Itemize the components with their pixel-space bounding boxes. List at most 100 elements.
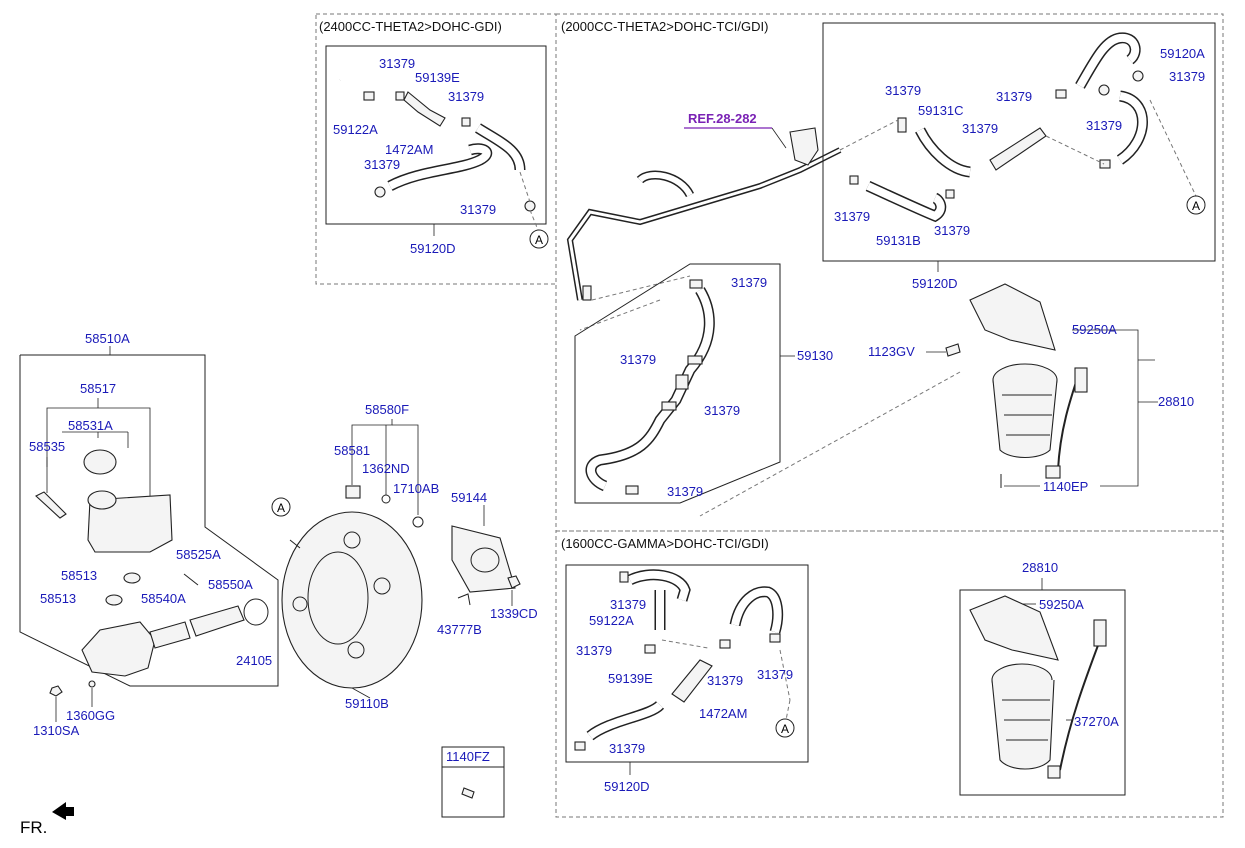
label-1362ND[interactable]: 1362ND [362, 461, 410, 476]
seal-1710ab[interactable] [412, 516, 424, 528]
label-59120D-g[interactable]: 59120D [410, 241, 456, 256]
label-31379-m1[interactable]: 31379 [610, 597, 646, 612]
label-31379-t1[interactable]: 31379 [1169, 69, 1205, 84]
svg-text:FR.: FR. [20, 818, 47, 837]
label-58581[interactable]: 58581 [334, 443, 370, 458]
label-58517[interactable]: 58517 [80, 381, 116, 396]
label-31379-t3[interactable]: 31379 [996, 89, 1032, 104]
label-1360GG[interactable]: 1360GG [66, 708, 115, 723]
pipe-bracket[interactable] [789, 127, 819, 166]
piston-seal[interactable] [149, 621, 191, 649]
label-31379-m5[interactable]: 31379 [609, 741, 645, 756]
front-arrow-icon [52, 802, 74, 820]
brake-booster[interactable] [281, 511, 423, 689]
label-59131C-t[interactable]: 59131C [918, 103, 964, 118]
label-31379-h1[interactable]: 31379 [731, 275, 767, 290]
ref-circle-a-gamma[interactable]: A [775, 718, 795, 738]
clip-43777b[interactable] [457, 593, 471, 606]
label-59120A-t[interactable]: 59120A [1160, 46, 1205, 61]
master-cylinder-body[interactable] [81, 621, 156, 677]
label-31379-t7[interactable]: 31379 [934, 223, 970, 238]
master-cylinder-group-frame [19, 354, 279, 687]
label-58550A[interactable]: 58550A [208, 577, 253, 592]
reservoir-body[interactable] [87, 494, 173, 553]
label-1472AM-m[interactable]: 1472AM [699, 706, 747, 721]
hose-box-59130 [574, 263, 795, 504]
ref-label-28-282[interactable]: REF.28-282 [688, 111, 757, 126]
bolt-1360gg[interactable] [88, 680, 96, 688]
label-58513-lower[interactable]: 58513 [40, 591, 76, 606]
label-58525A[interactable]: 58525A [176, 547, 221, 562]
label-59120D-t[interactable]: 59120D [912, 276, 958, 291]
label-31379-g4[interactable]: 31379 [460, 202, 496, 217]
label-59131B-t[interactable]: 59131B [876, 233, 921, 248]
label-58580F[interactable]: 58580F [365, 402, 409, 417]
label-28810-m[interactable]: 28810 [1022, 560, 1058, 575]
grommet-1362nd[interactable] [381, 494, 391, 504]
label-31379-t4[interactable]: 31379 [962, 121, 998, 136]
svg-text:A: A [1192, 199, 1200, 213]
grommet-lower[interactable] [105, 594, 123, 606]
label-31379-m2[interactable]: 31379 [576, 643, 612, 658]
o-ring[interactable] [243, 598, 269, 626]
label-1339CD[interactable]: 1339CD [490, 606, 538, 621]
label-1710AB[interactable]: 1710AB [393, 481, 439, 496]
label-59130[interactable]: 59130 [797, 348, 833, 363]
label-28810-t[interactable]: 28810 [1158, 394, 1194, 409]
nut-1339cd[interactable] [507, 575, 521, 589]
label-58510A[interactable]: 58510A [85, 331, 130, 346]
label-24105[interactable]: 24105 [236, 653, 272, 668]
label-1310SA[interactable]: 1310SA [33, 723, 80, 738]
air-pump-upper[interactable] [945, 283, 1088, 488]
theta2-tci-box [822, 22, 1216, 272]
grommet-upper[interactable] [123, 572, 141, 584]
label-31379-g1[interactable]: 31379 [379, 56, 415, 71]
ref-circle-a-tci[interactable]: A [1186, 195, 1206, 215]
label-59120D-m[interactable]: 59120D [604, 779, 650, 794]
label-58531A[interactable]: 58531A [68, 418, 113, 433]
part-box-1140fz[interactable]: 1140FZ [441, 746, 505, 818]
ref-circle-a-gdi[interactable]: A [529, 229, 549, 249]
gasket-59144[interactable] [451, 525, 516, 593]
label-59139E-m[interactable]: 59139E [608, 671, 653, 686]
label-31379-m3[interactable]: 31379 [707, 673, 743, 688]
label-31379-h2[interactable]: 31379 [620, 352, 656, 367]
label-59122A-m[interactable]: 59122A [589, 613, 634, 628]
boot[interactable] [189, 605, 245, 637]
level-sensor[interactable] [35, 491, 67, 519]
section-title-theta2-tci: (2000CC-THETA2>DOHC-TCI/GDI) [561, 19, 768, 34]
label-37270A[interactable]: 37270A [1074, 714, 1119, 729]
label-58535[interactable]: 58535 [29, 439, 65, 454]
label-31379-t6[interactable]: 31379 [834, 209, 870, 224]
svg-text:A: A [781, 722, 789, 736]
label-59144[interactable]: 59144 [451, 490, 487, 505]
label-31379-h4[interactable]: 31379 [667, 484, 703, 499]
label-59139E-g[interactable]: 59139E [415, 70, 460, 85]
retaining-pin[interactable] [183, 573, 199, 586]
theta2-tci-group [566, 127, 842, 331]
label-31379-g2[interactable]: 31379 [448, 89, 484, 104]
label-59250A-t[interactable]: 59250A [1072, 322, 1117, 337]
nut-1310sa[interactable] [49, 685, 63, 697]
label-1472AM-g[interactable]: 1472AM [385, 142, 433, 157]
master-cylinder-group [19, 346, 279, 697]
ref-circle-a-left[interactable]: A [271, 497, 291, 517]
brake-booster-group [281, 485, 521, 699]
reservoir-cap[interactable] [83, 449, 117, 475]
label-31379-m4[interactable]: 31379 [757, 667, 793, 682]
label-1123GV[interactable]: 1123GV [868, 344, 915, 359]
check-valve[interactable] [345, 485, 361, 499]
label-1140EP[interactable]: 1140EP [1043, 479, 1088, 494]
label-59122A-g[interactable]: 59122A [333, 122, 378, 137]
label-59110B[interactable]: 59110B [345, 696, 389, 711]
label-31379-t2[interactable]: 31379 [885, 83, 921, 98]
label-31379-h3[interactable]: 31379 [704, 403, 740, 418]
label-58540A[interactable]: 58540A [141, 591, 186, 606]
label-58513-upper[interactable]: 58513 [61, 568, 97, 583]
label-59250A-m[interactable]: 59250A [1039, 597, 1084, 612]
label-43777B[interactable]: 43777B [437, 622, 482, 637]
label-31379-g3[interactable]: 31379 [364, 157, 400, 172]
air-pump-lower[interactable] [959, 578, 1126, 796]
label-31379-t5[interactable]: 31379 [1086, 118, 1122, 133]
